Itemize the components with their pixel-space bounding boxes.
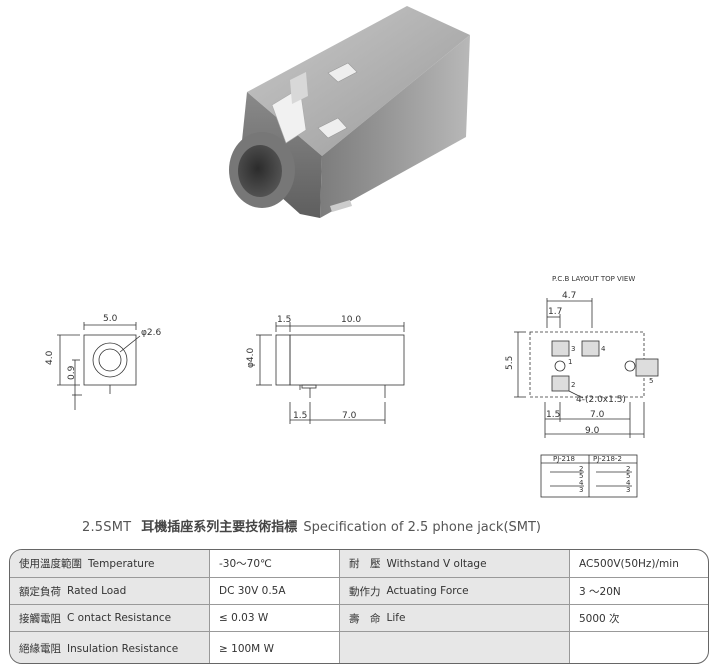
schematic-pin: 3 <box>626 486 630 494</box>
schematic-pin: 2 <box>626 465 630 473</box>
spec-title: 2.5SMT 耳機插座系列主要技術指標 Specification of 2.5 p… <box>82 516 642 536</box>
jack-side-face <box>320 35 470 218</box>
metal-tab <box>271 87 307 144</box>
title-chinese: 耳機插座系列主要技術指標 <box>141 520 298 535</box>
model-number: 2.5SMT <box>82 520 132 535</box>
pad-label: 5 <box>649 377 653 385</box>
dim-pcb-total-width: 9.0 <box>585 426 600 436</box>
schematic-pin: 4 <box>626 479 631 487</box>
spec-value: 3 ～20N <box>579 585 621 598</box>
pad-label: 3 <box>571 345 575 353</box>
dim-front-diameter: φ2.6 <box>141 328 162 338</box>
schematic-pin: 3 <box>579 486 583 494</box>
schematic-pin: 5 <box>626 472 630 480</box>
spec-value: ≥ 100M W <box>210 632 340 663</box>
title-english: Specification of 2.5 phone jack(SMT) <box>303 520 542 535</box>
spec-value: 5000 次 <box>579 612 620 625</box>
solder-tab <box>330 200 352 212</box>
dim-side-pin-offset: 1.5 <box>293 411 307 421</box>
front-view <box>57 322 141 410</box>
dim-side-pin-pitch: 7.0 <box>342 411 357 421</box>
technical-drawings: 5.0 φ2.6 4.0 0.9 1.5 10.0 φ4.0 1.5 7.0 P… <box>45 275 659 498</box>
dim-side-length: 10.0 <box>341 315 361 325</box>
dim-pcb-top-width: 4.7 <box>562 291 576 301</box>
spec-label <box>340 632 570 663</box>
dim-pcb-height: 5.5 <box>505 356 515 370</box>
dim-front-height: 4.0 <box>45 350 55 365</box>
pcb-layout <box>514 298 659 438</box>
dim-side-offset: 1.5 <box>277 315 291 325</box>
dim-pcb-bottom-pitch: 7.0 <box>590 410 605 420</box>
dim-front-width: 5.0 <box>103 314 118 324</box>
product-render <box>229 6 470 218</box>
spec-value: DC 30V 0.5A <box>210 578 340 604</box>
pad-label: 4 <box>601 345 606 353</box>
schematic-pin: 2 <box>579 465 583 473</box>
side-view <box>256 322 405 424</box>
pcb-layout-heading: P.C.B LAYOUT TOP VIEW <box>552 275 635 283</box>
dim-front-pin: 0.9 <box>67 365 77 380</box>
schematic-pin: 5 <box>579 472 583 480</box>
schematic-right-label: PJ-218-2 <box>593 455 622 463</box>
jack-barrel-hole <box>238 145 282 197</box>
spec-value: -30～70℃ <box>210 550 340 577</box>
metal-tab <box>327 62 358 83</box>
spec-value <box>570 632 708 663</box>
pad-label: 1 <box>568 358 572 366</box>
dim-pcb-hole-note: 4-(2.0x1.5) <box>576 395 626 405</box>
spec-value: ≤ 0.03 W <box>210 605 340 631</box>
schematic-boxes <box>540 454 638 498</box>
dim-side-diameter: φ4.0 <box>246 347 256 368</box>
dim-pcb-top-offset: 1.7 <box>548 307 562 317</box>
metal-tab <box>317 117 348 139</box>
schematic-left-label: PJ-218 <box>553 455 575 463</box>
spec-value: AC500V(50Hz)/min <box>579 557 679 570</box>
dim-pcb-bottom-offset: 1.5 <box>546 410 560 420</box>
metal-tab <box>290 72 308 104</box>
pad-label: 2 <box>571 381 575 389</box>
schematic-pin: 4 <box>579 479 584 487</box>
